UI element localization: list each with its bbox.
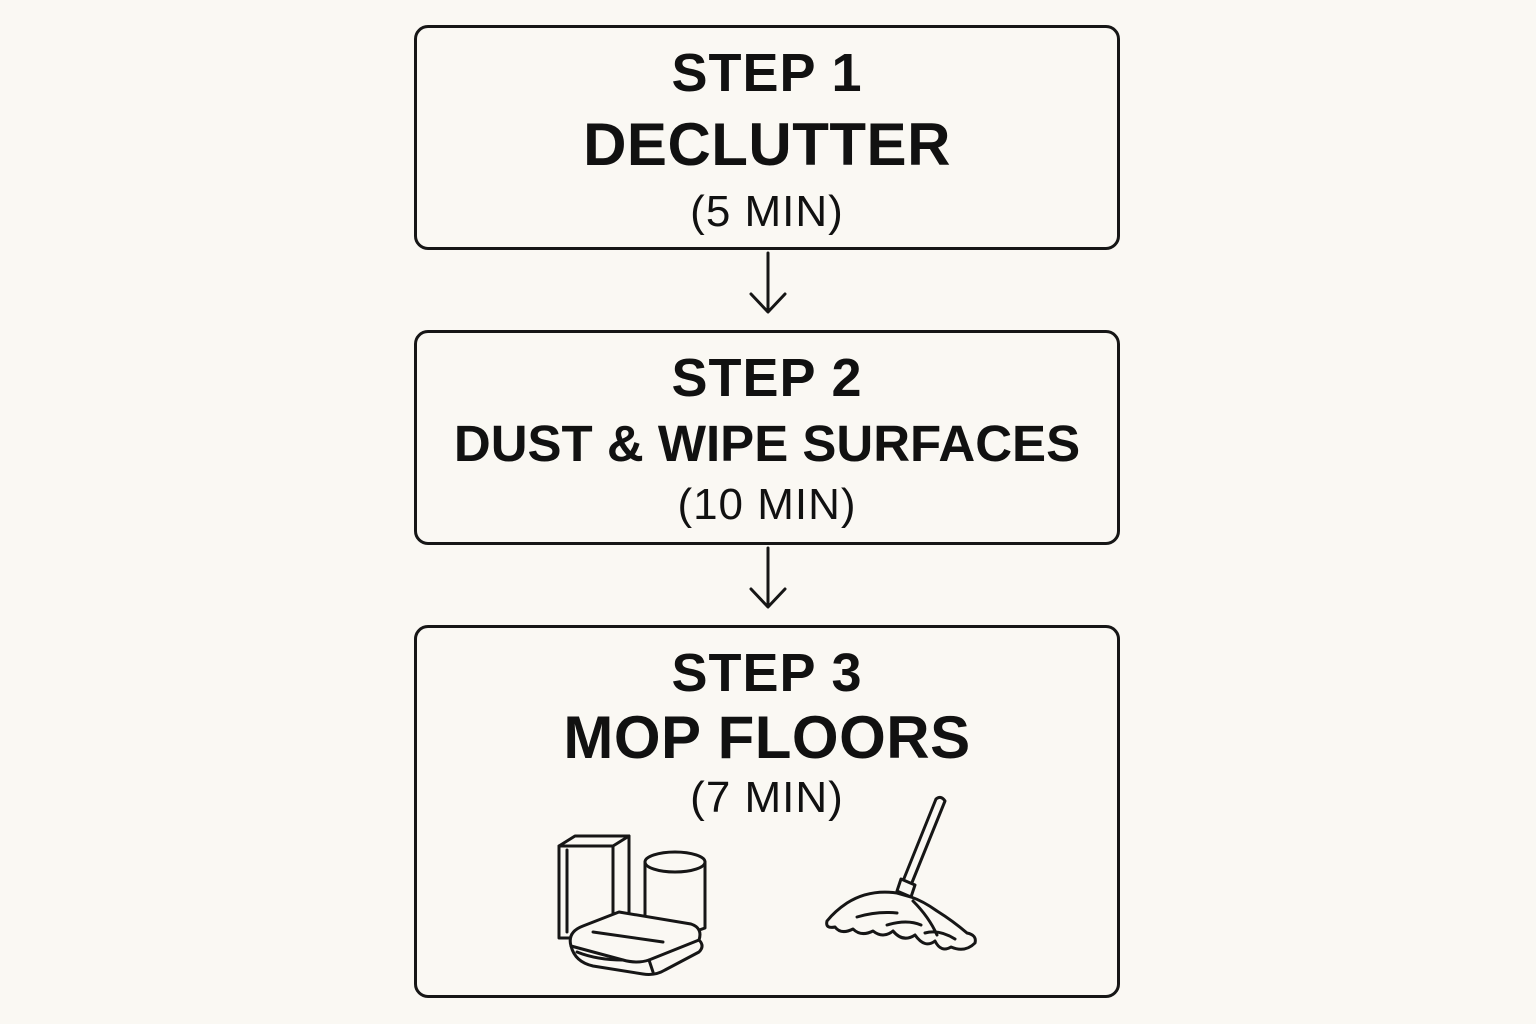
step-3-title: MOP FLOORS (563, 704, 971, 771)
step-1-time: (5 MIN) (690, 187, 844, 236)
arrow-down-icon (749, 546, 787, 609)
step-1-box: STEP 1 DECLUTTER (5 MIN) (414, 25, 1120, 250)
cleaning-supplies-icon (557, 834, 707, 976)
step-2-box: STEP 2 DUST & WIPE SURFACES (10 MIN) (414, 330, 1120, 545)
step-1-title: DECLUTTER (583, 111, 951, 178)
step-2-label: STEP 2 (671, 348, 863, 408)
step-2-title: DUST & WIPE SURFACES (453, 415, 1081, 472)
arrow-down-icon (749, 251, 787, 314)
mop-icon (825, 795, 977, 951)
step-2-time: (10 MIN) (677, 480, 857, 529)
step-1-label: STEP 1 (671, 43, 863, 103)
step-3-box: STEP 3 MOP FLOORS (7 MIN) (414, 625, 1120, 998)
step-3-time: (7 MIN) (690, 773, 844, 822)
step-3-label: STEP 3 (671, 643, 863, 703)
